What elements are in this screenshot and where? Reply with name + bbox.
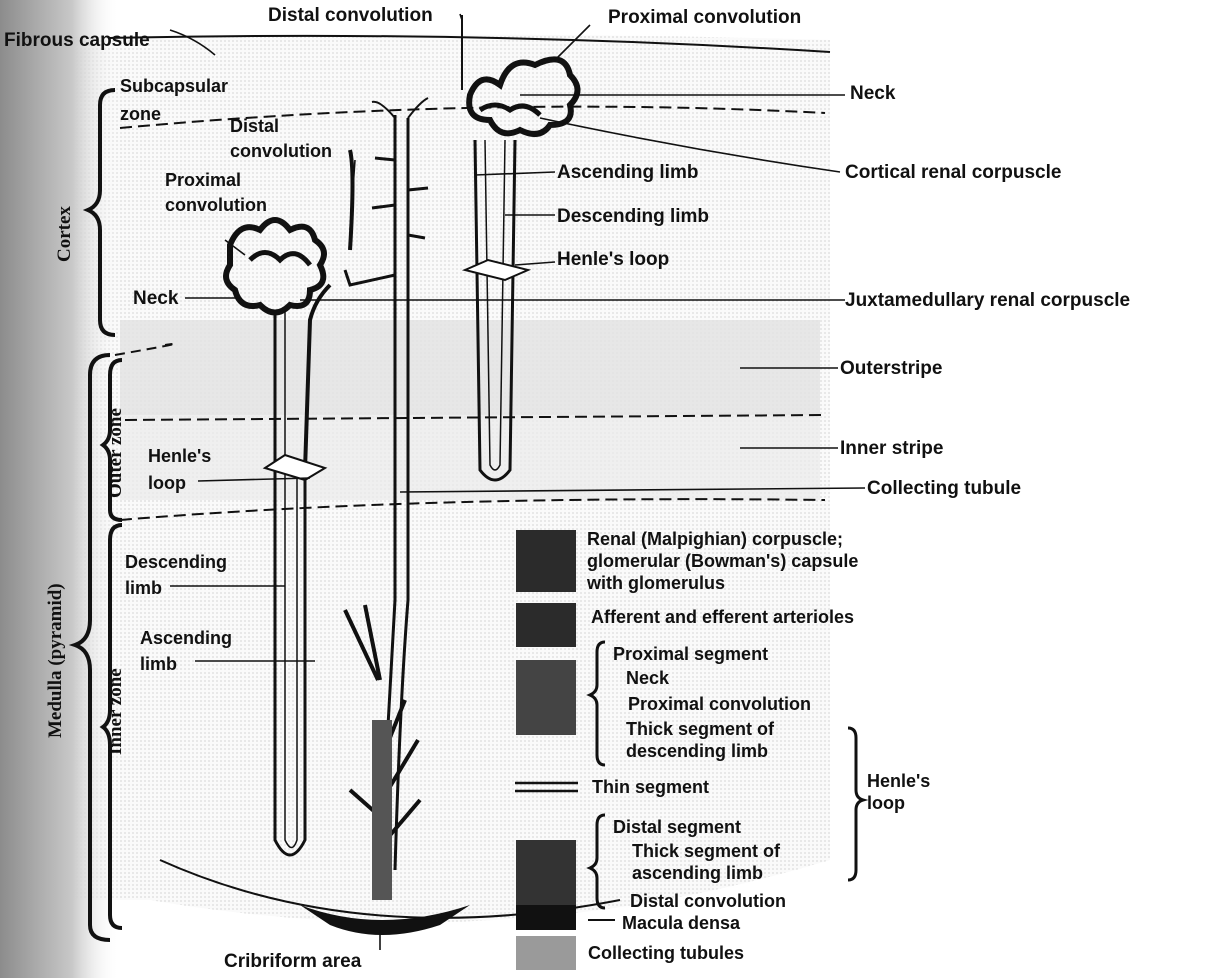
- legend-collecting-tubules: Collecting tubules: [588, 942, 744, 964]
- legend-arterioles: Afferent and efferent arterioles: [591, 606, 854, 628]
- papillary-duct: [372, 720, 392, 900]
- swatch-arterioles: [516, 603, 576, 647]
- swatch-collecting-tubules: [516, 936, 576, 970]
- legend-thick-descending: Thick segment of descending limb: [626, 718, 774, 762]
- label-cribriform-area: Cribriform area: [224, 952, 361, 971]
- legend-henles-loop-line-1: Henle's: [867, 770, 930, 792]
- swatch-proximal-segment: [516, 660, 576, 735]
- label-distal-convolution-left: Distal convolution: [230, 114, 360, 164]
- legend-henle-bracket: [848, 728, 863, 880]
- label-fibrous-capsule: Fibrous capsule: [4, 31, 150, 50]
- legend-thick-ascending: Thick segment of ascending limb: [632, 840, 780, 884]
- label-cortex: Cortex: [55, 206, 74, 262]
- legend-thick-ascending-line-2: ascending limb: [632, 862, 780, 884]
- label-inner-zone: Inner zone: [106, 668, 125, 755]
- outer-stripe-band: [120, 320, 820, 415]
- label-distal-convolution-top: Distal convolution: [268, 6, 433, 25]
- label-henles-loop-left: Henle's loop: [148, 443, 238, 497]
- legend-neck: Neck: [626, 667, 669, 689]
- label-collecting-tubule: Collecting tubule: [867, 479, 1021, 498]
- label-inner-stripe: Inner stripe: [840, 439, 943, 458]
- legend-distal-convolution: Distal convolution: [630, 890, 786, 912]
- legend-henles-loop-line-2: loop: [867, 792, 930, 814]
- legend-macula-densa: Macula densa: [622, 912, 740, 934]
- label-descending-limb-left: Descending limb: [125, 549, 255, 601]
- swatch-distal-segment: [516, 840, 576, 905]
- legend-thin-segment: Thin segment: [592, 776, 709, 798]
- legend-proximal-segment: Proximal segment: [613, 643, 768, 665]
- legend-thick-descending-line-1: Thick segment of: [626, 718, 774, 740]
- label-neck-left: Neck: [133, 289, 178, 308]
- label-ascending-limb-left: Ascending limb: [140, 625, 260, 677]
- legend-thick-ascending-line-1: Thick segment of: [632, 840, 780, 862]
- label-proximal-convolution-left: Proximal convolution: [165, 168, 295, 218]
- label-neck-right: Neck: [850, 84, 895, 103]
- swatch-macula-densa: [516, 905, 576, 930]
- legend-proximal-convolution: Proximal convolution: [628, 693, 811, 715]
- legend-renal-corpuscle-line-2: glomerular (Bowman's) capsule: [587, 550, 858, 572]
- legend-henles-loop: Henle's loop: [867, 770, 930, 814]
- legend-distal-segment: Distal segment: [613, 816, 741, 838]
- legend-renal-corpuscle: Renal (Malpighian) corpuscle; glomerular…: [587, 528, 858, 594]
- label-cortical-renal-corpuscle: Cortical renal corpuscle: [845, 163, 1061, 182]
- label-outer-zone: Outer zone: [106, 408, 125, 498]
- swatch-renal-corpuscle: [516, 530, 576, 592]
- legend-renal-corpuscle-line-1: Renal (Malpighian) corpuscle;: [587, 528, 858, 550]
- label-ascending-limb-top: Ascending limb: [557, 163, 698, 182]
- label-outer-stripe: Outerstripe: [840, 359, 942, 378]
- label-medulla: Medulla (pyramid): [46, 583, 65, 738]
- label-juxtamedullary-renal-corpuscle: Juxtamedullary renal corpuscle: [845, 291, 1130, 310]
- label-descending-limb-top: Descending limb: [557, 207, 709, 226]
- legend-thick-descending-line-2: descending limb: [626, 740, 774, 762]
- label-proximal-convolution-top: Proximal convolution: [608, 8, 801, 27]
- label-henles-loop-top: Henle's loop: [557, 250, 669, 269]
- legend-renal-corpuscle-line-3: with glomerulus: [587, 572, 858, 594]
